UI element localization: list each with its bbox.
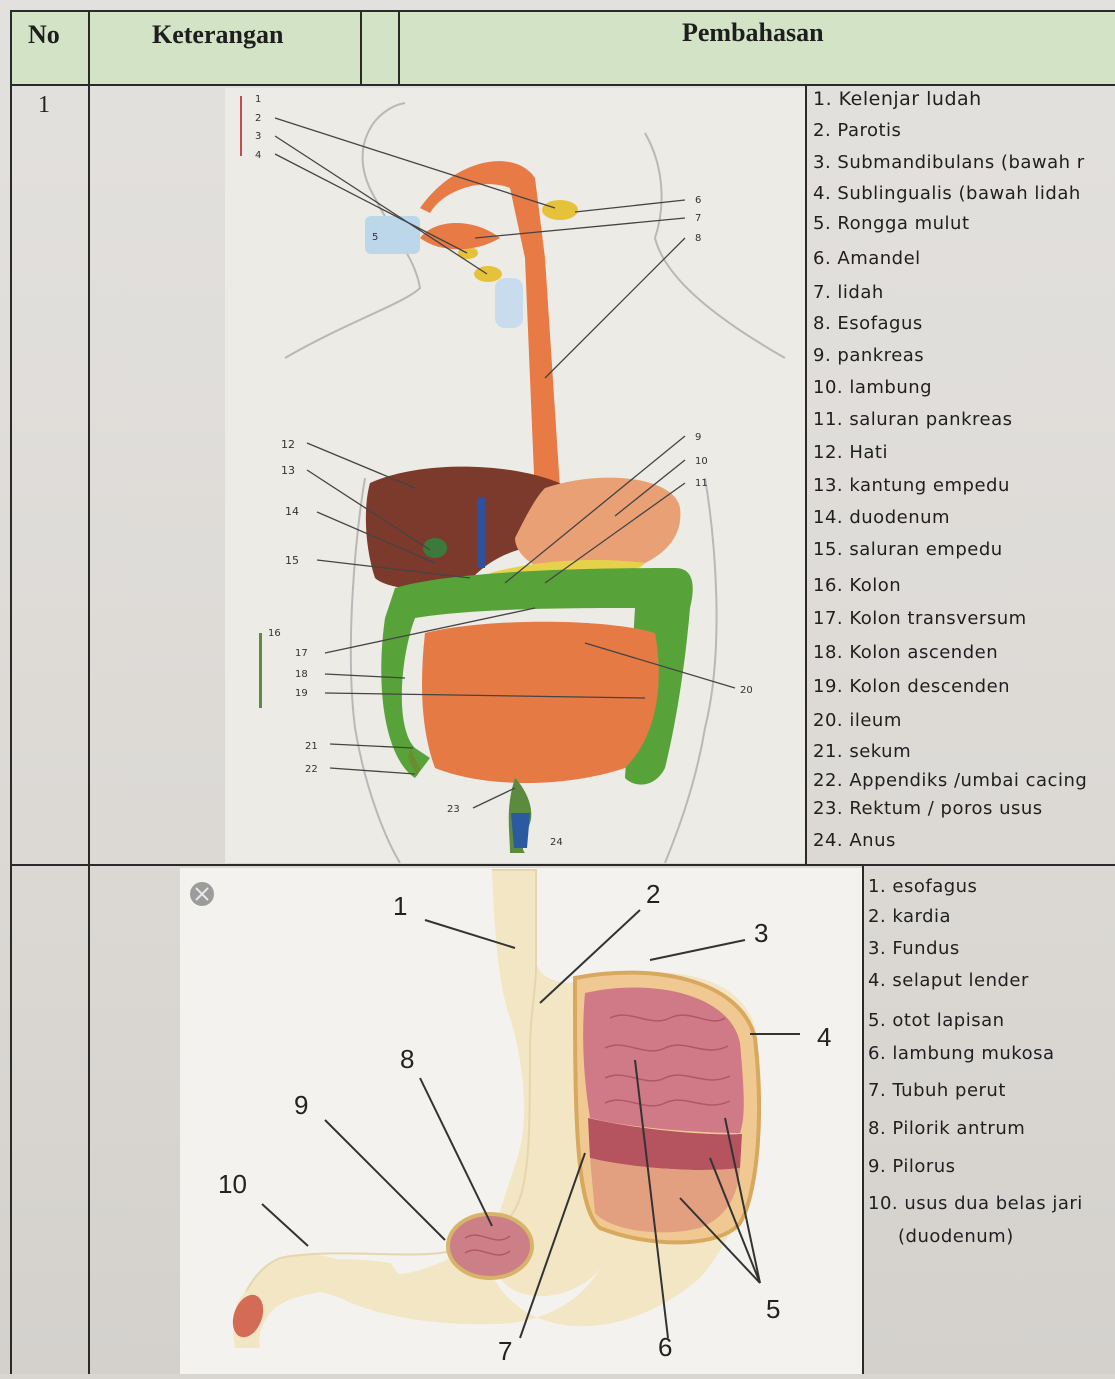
figure2-label: 1 <box>393 891 407 921</box>
list-item: 1. esofagus <box>868 876 977 897</box>
list-item: 15. saluran empedu <box>813 539 1003 560</box>
figure1-label: 18 <box>295 669 308 680</box>
figure1-label: 2 <box>255 113 261 124</box>
figure1-label: 13 <box>281 464 295 477</box>
list-item: 13. kantung empedu <box>813 475 1010 496</box>
table-border-col1 <box>88 10 90 1374</box>
figure2-label: 10 <box>218 1169 247 1199</box>
figure1-label: 21 <box>305 741 318 752</box>
list-item: 8. Pilorik antrum <box>868 1118 1025 1139</box>
list-item: 16. Kolon <box>813 575 901 596</box>
table-border-row <box>10 864 1115 866</box>
list-item: 10. lambung <box>813 377 932 398</box>
list-item: 2. Parotis <box>813 120 901 141</box>
table-border-col2 <box>360 10 362 84</box>
digestive-system-figure: 1 2 3 4 5 6 7 8 9 10 11 12 13 14 15 16 1… <box>225 88 805 863</box>
list-item: 22. Appendiks /umbai cacing <box>813 770 1087 791</box>
list-item: 7. Tubuh perut <box>868 1080 1006 1101</box>
figure1-label: 19 <box>295 688 308 699</box>
figure1-label: 20 <box>740 685 753 696</box>
list-item: 5. otot lapisan <box>868 1010 1005 1031</box>
table-border-top <box>10 10 1115 12</box>
header-keterangan: Keterangan <box>152 20 283 50</box>
table-border-col3 <box>398 10 400 84</box>
figure1-label: 1 <box>255 94 261 105</box>
figure1-label: 12 <box>281 438 295 451</box>
table-border-col4-row1 <box>805 86 807 864</box>
row-number: 1 <box>38 92 50 119</box>
stomach-illustration: 1 2 3 4 5 6 7 8 9 10 <box>180 868 862 1374</box>
list-item: 14. duodenum <box>813 507 950 528</box>
figure1-label: 5 <box>372 232 378 243</box>
list-item: 6. Amandel <box>813 248 921 269</box>
header-pembahasan: Pembahasan <box>682 18 824 48</box>
figure2-label: 9 <box>294 1090 308 1120</box>
list-item: 2. kardia <box>868 906 951 927</box>
list-item: 3. Fundus <box>868 938 960 959</box>
list-item: 20. ileum <box>813 710 902 731</box>
figure1-label: 3 <box>255 131 261 142</box>
list-item: 21. sekum <box>813 741 911 762</box>
list-item: 17. Kolon transversum <box>813 608 1027 629</box>
list-item: 19. Kolon descenden <box>813 676 1010 697</box>
list-item: 5. Rongga mulut <box>813 213 970 234</box>
figure1-label: 11 <box>695 478 708 489</box>
figure2-label: 4 <box>817 1022 831 1052</box>
list-item: 7. lidah <box>813 282 884 303</box>
list-item: 12. Hati <box>813 442 888 463</box>
figure2-label: 7 <box>498 1336 512 1366</box>
list-item: (duodenum) <box>898 1226 1014 1247</box>
table-border-left <box>10 10 12 1374</box>
list-item: 3. Submandibulans (bawah r <box>813 152 1085 173</box>
figure2-label: 6 <box>658 1332 672 1362</box>
figure1-label: 14 <box>285 505 299 518</box>
figure1-label: 4 <box>255 150 261 161</box>
figure1-label: 7 <box>695 213 701 224</box>
digestive-system-illustration: 1 2 3 4 5 6 7 8 9 10 11 12 13 14 15 16 1… <box>225 88 805 863</box>
list-item: 9. Pilorus <box>868 1156 956 1177</box>
figure1-label: 8 <box>695 233 701 244</box>
list-item: 1. Kelenjar ludah <box>813 88 982 110</box>
list-item: 23. Rektum / poros usus <box>813 798 1043 819</box>
figure2-label: 3 <box>754 918 768 948</box>
table-border-col4-row2 <box>862 866 864 1374</box>
figure1-label: 24 <box>550 837 563 848</box>
figure1-label: 23 <box>447 804 460 815</box>
figure1-label: 6 <box>695 195 701 206</box>
list-item: 9. pankreas <box>813 345 924 366</box>
list-item: 24. Anus <box>813 830 896 851</box>
figure1-label: 16 <box>268 628 281 639</box>
list-item: 11. saluran pankreas <box>813 409 1013 430</box>
list-item: 18. Kolon ascenden <box>813 642 998 663</box>
figure1-label: 9 <box>695 432 701 443</box>
figure2-label: 2 <box>646 879 660 909</box>
table-border-header <box>10 84 1115 86</box>
figure1-label: 10 <box>695 456 708 467</box>
figure2-label: 5 <box>766 1294 780 1324</box>
list-item: 10. usus dua belas jari <box>868 1193 1083 1214</box>
figure1-label: 17 <box>295 648 308 659</box>
header-no: No <box>28 20 60 50</box>
list-item: 4. selaput lender <box>868 970 1029 991</box>
figure1-label: 15 <box>285 554 299 567</box>
figure2-label: 8 <box>400 1044 414 1074</box>
stomach-figure: 1 2 3 4 5 6 7 8 9 10 <box>180 868 862 1374</box>
list-item: 8. Esofagus <box>813 313 923 334</box>
figure1-label: 22 <box>305 764 318 775</box>
list-item: 4. Sublingualis (bawah lidah <box>813 183 1081 204</box>
list-item: 6. lambung mukosa <box>868 1043 1055 1064</box>
